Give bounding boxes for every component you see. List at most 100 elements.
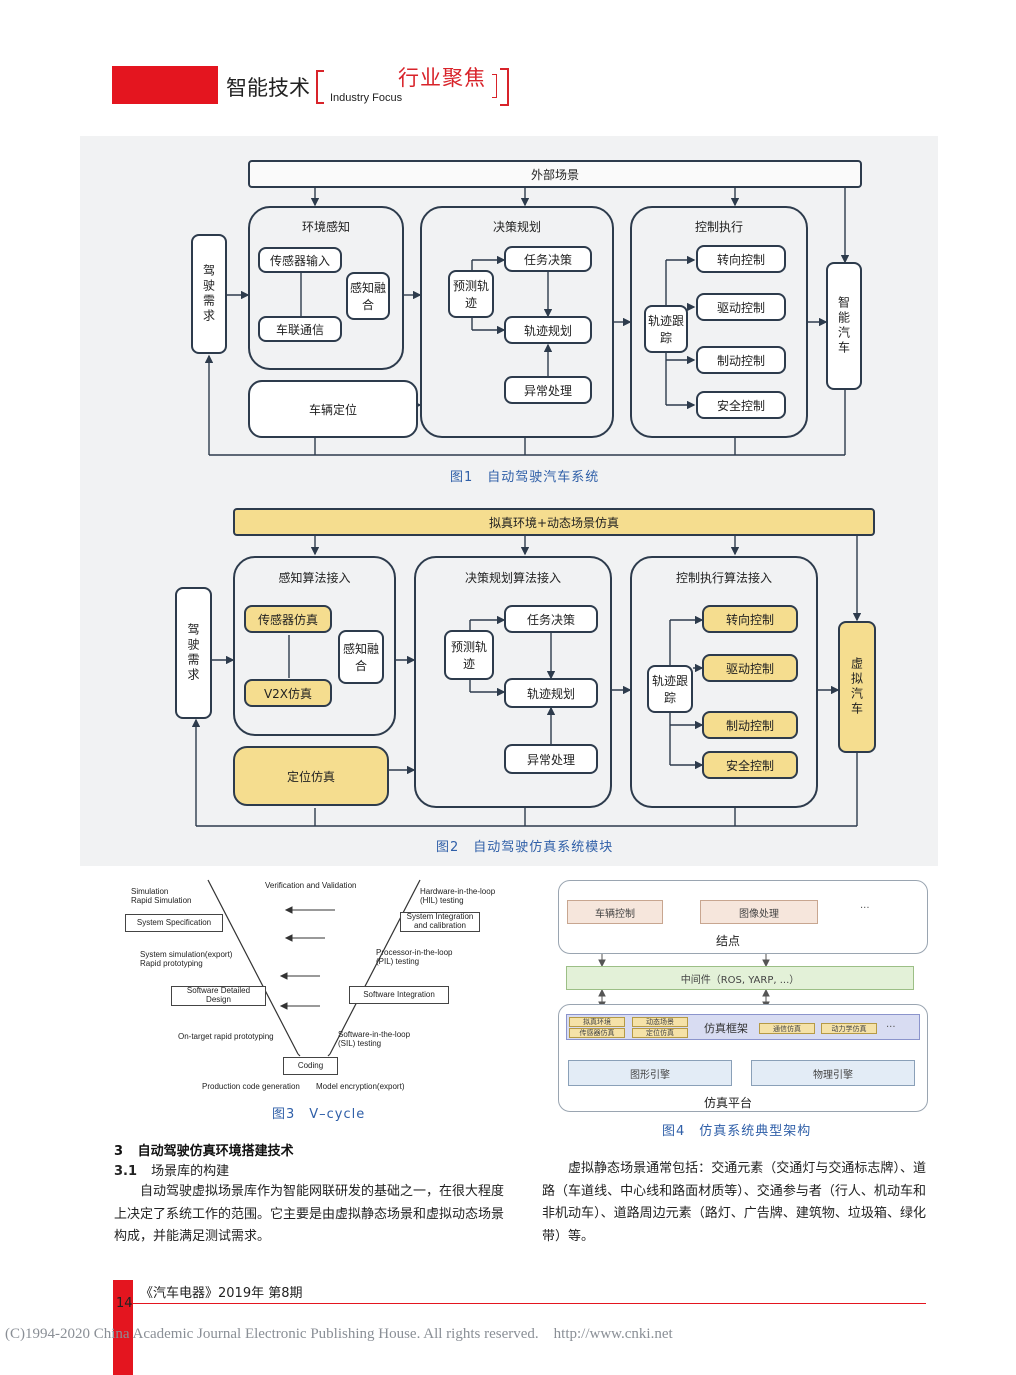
fig3-hil-text: Hardware-in-the-loop (HIL) testing	[420, 887, 496, 906]
fig4-localization-sim: 定位仿真	[632, 1028, 688, 1038]
fig2-drive: 驱动控制	[702, 654, 798, 682]
fig3-software-integration: Software Integration	[349, 986, 449, 1004]
footer-page-number: 14	[116, 1296, 133, 1311]
subsection-number: 3.1	[114, 1164, 138, 1179]
fig4-vehicle-control: 车辆控制	[567, 900, 663, 924]
fig2-virtual-vehicle: 虚拟汽车	[838, 621, 876, 753]
fig2-prediction: 预测轨迹	[444, 630, 494, 680]
fig4-middleware: 中间件（ROS, YARP, ...）	[566, 966, 914, 990]
fig3-pil: Processor-in-the-loop (PIL) testing	[376, 948, 452, 966]
subsection-heading: 3.1 场景库的构建	[114, 1160, 229, 1179]
header-red-block	[112, 66, 218, 104]
header-category: 智能技术	[226, 76, 310, 100]
fig3-simulation: Simulation Rapid Simulation	[131, 887, 191, 905]
fig2-safety: 安全控制	[702, 751, 798, 779]
fig4-nodes-label: 结点	[716, 934, 741, 948]
fig3-vcycle-lines	[207, 879, 421, 1057]
fig4-sensor-sim: 传感器仿真	[569, 1028, 625, 1038]
fig2-brake: 制动控制	[702, 711, 798, 739]
paragraph-right: 虚拟静态场景通常包括：交通元素（交通灯与交通标志牌）、道路（车道线、中心线和路面…	[542, 1161, 926, 1244]
fig2-group-decision	[414, 556, 612, 808]
fig1-trajectory-planning: 轨迹规划	[504, 316, 592, 344]
fig1-group-control	[630, 206, 808, 438]
fig4-dynamics-sim: 动力学仿真	[821, 1023, 877, 1034]
header-left-bracket	[316, 70, 324, 104]
fig2-group-control	[630, 556, 818, 808]
fig1-task-decision: 任务决策	[504, 246, 592, 272]
fig1-drive: 驱动控制	[696, 293, 786, 321]
fig4-image-processing: 图像处理	[700, 900, 818, 924]
fig2-sensor-sim: 传感器仿真	[244, 605, 332, 633]
section-title: 自动驾驶仿真环境搭建技术	[137, 1144, 294, 1159]
fig2-caption: 图2 自动驾驶仿真系统模块	[436, 840, 614, 855]
fig2-tracking: 轨迹跟踪	[647, 665, 693, 713]
fig4-physics-engine: 物理引擎	[751, 1060, 915, 1086]
fig4-graphics-engine: 图形引擎	[568, 1060, 732, 1086]
fig1-steering: 转向控制	[696, 245, 786, 273]
fig3-system-integration: System Integration and calibration	[400, 912, 480, 932]
fig1-group-perception-title: 环境感知	[301, 220, 350, 234]
fig2-group-decision-title: 决策规划算法接入	[464, 571, 561, 585]
fig1-safety: 安全控制	[696, 391, 786, 419]
fig1-fusion: 感知融合	[346, 272, 390, 320]
fig4-caption: 图4 仿真系统典型架构	[662, 1124, 812, 1139]
fig3-system-simulation: System simulation(export) Rapid prototyp…	[140, 950, 232, 968]
fig1-prediction: 预测轨迹	[448, 270, 494, 318]
fig2-group-control-title: 控制执行算法接入	[675, 571, 772, 585]
fig3-coding: Coding	[283, 1057, 338, 1075]
fig3-system-simulation-text: System simulation(export) Rapid prototyp…	[140, 950, 233, 969]
section-heading: 3 自动驾驶仿真环境搭建技术	[114, 1140, 294, 1159]
fig1-caption: 图1 自动驾驶汽车系统	[450, 470, 600, 485]
header-right-bracket	[500, 68, 509, 106]
fig4-framework-ellipsis: ···	[886, 1022, 896, 1033]
fig3-on-target: On-target rapid prototyping	[178, 1032, 274, 1041]
fig1-sensor-input: 传感器输入	[258, 247, 342, 273]
fig4-framework-label: 仿真框架	[704, 1022, 748, 1035]
fig1-group-decision-title: 决策规划	[492, 220, 541, 234]
fig4-comm-sim: 通信仿真	[759, 1023, 815, 1034]
fig2-fusion: 感知融合	[338, 630, 384, 684]
figure-connectors	[191, 187, 862, 827]
fig3-sil-text: Software-in-the-loop (SIL) testing	[338, 1030, 411, 1049]
footer-copyright: (C)1994-2020 China Academic Journal Elec…	[5, 1326, 673, 1342]
fig4-platform-label: 仿真平台	[704, 1096, 753, 1110]
fig4-dynamic-scene: 动态场景	[632, 1017, 688, 1027]
header-right-bracket-inner	[492, 74, 497, 98]
fig2-localization-sim: 定位仿真	[233, 746, 389, 806]
fig1-driving-demand: 驾驶需求	[191, 234, 227, 354]
fig1-brake: 制动控制	[696, 346, 786, 374]
footer-page-number-bar	[113, 1280, 133, 1375]
fig2-steering: 转向控制	[702, 605, 798, 633]
fig3-caption: 图3 V–cycle	[272, 1107, 366, 1122]
fig1-intelligent-vehicle: 智能汽车	[826, 262, 862, 390]
fig3-verification: Verification and Validation	[265, 881, 357, 890]
fig3-pil-text: Processor-in-the-loop (PIL) testing	[376, 948, 453, 967]
footer-journal: 《汽车电器》2019年 第8期	[140, 1286, 303, 1301]
fig3-software-design: Software Detailed Design	[171, 986, 266, 1006]
paragraph-left: 自动驾驶虚拟场景库作为智能网联研发的基础之一，在很大程度上决定了系统工作的范围。…	[114, 1184, 505, 1244]
fig1-exception: 异常处理	[504, 376, 592, 404]
fig2-sim-env-bar: 拟真环境+动态场景仿真	[233, 508, 875, 536]
fig4-nodes-ellipsis: ···	[860, 903, 870, 914]
fig3-simulation-text: Simulation Rapid Simulation	[131, 887, 192, 906]
fig2-group-perception-title: 感知算法接入	[278, 571, 351, 585]
fig1-tracking: 轨迹跟踪	[644, 305, 688, 353]
fig2-trajectory-planning: 轨迹规划	[504, 678, 598, 708]
fig3-production-code: Production code generation	[202, 1082, 300, 1091]
fig4-sim-env: 拟真环境	[569, 1017, 625, 1027]
fig2-v2x-sim: V2X仿真	[244, 679, 332, 707]
fig1-group-control-title: 控制执行	[694, 220, 743, 234]
footer-rule	[133, 1303, 926, 1304]
fig1-group-perception	[248, 206, 404, 370]
section-number: 3	[114, 1144, 124, 1159]
fig3-model-encryption: Model encryption(export)	[316, 1082, 405, 1091]
fig2-task-decision: 任务决策	[504, 605, 598, 633]
fig3-system-specification: System Specification	[125, 914, 223, 932]
fig3-hil: Hardware-in-the-loop (HIL) testing	[420, 887, 495, 905]
fig2-driving-demand: 驾驶需求	[175, 587, 212, 719]
fig1-v2x: 车联通信	[258, 316, 342, 342]
fig3-sil: Software-in-the-loop (SIL) testing	[338, 1030, 410, 1048]
fig1-localization: 车辆定位	[248, 380, 418, 438]
fig1-group-decision	[420, 206, 614, 438]
fig2-group-perception	[233, 556, 396, 736]
